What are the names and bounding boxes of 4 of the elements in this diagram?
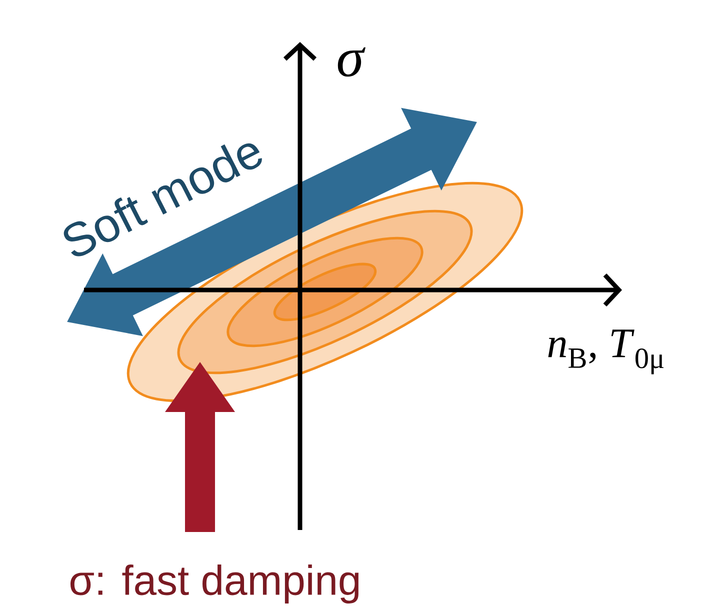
arrow-label: Soft mode (64, 143, 262, 256)
caption-text: σ: fast damping (70, 564, 359, 604)
axis-label: n$_{B}$, T$_{0μ}$ (548, 330, 664, 374)
axis-label: σ (338, 47, 366, 77)
